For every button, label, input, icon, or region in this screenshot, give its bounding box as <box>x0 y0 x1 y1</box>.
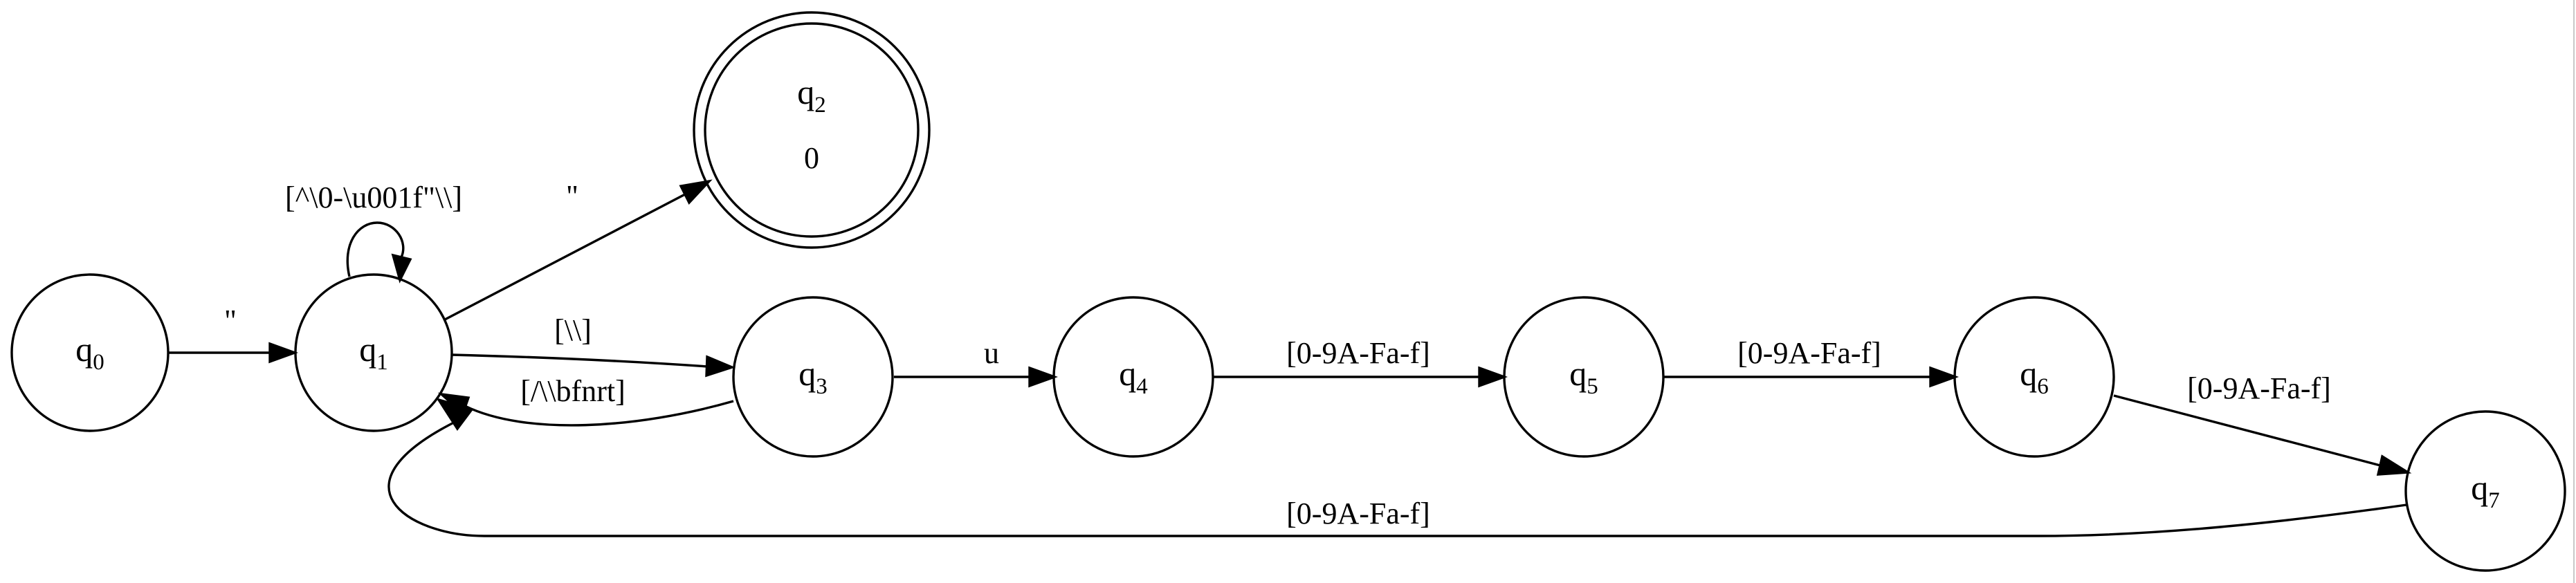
edge-q0-q1-label: " <box>224 304 237 337</box>
edge-q5-q6-label: [0-9A-Fa-f] <box>1737 336 1881 370</box>
edge-q1-q1: [^\0-\u001f"\\] <box>285 181 462 284</box>
edge-q3-q1-label: [/\\bfnrt] <box>520 374 625 408</box>
edge-q1-q1-line <box>346 221 405 277</box>
state-q2-inner-circle <box>704 22 920 238</box>
state-q7-circle <box>2404 410 2566 572</box>
state-q3-label: q3 <box>798 354 828 399</box>
state-q7-label: q7 <box>2471 468 2500 513</box>
state-q2-output: 0 <box>804 141 819 175</box>
edge-q7-q1-route <box>387 417 2407 537</box>
edge-q3-q4-label: u <box>984 336 999 370</box>
edge-q5-q6-arrowhead <box>1929 366 1960 388</box>
edge-q1-q3-arrowhead <box>705 355 736 378</box>
edge-q1-q3: [\\] <box>450 313 736 378</box>
states: q0 q1 q2 0 q3 q4 q5 q6 <box>10 11 2566 572</box>
state-q0-index: 0 <box>93 350 104 375</box>
edge-q1-q2: " <box>444 179 713 321</box>
edges: " [^\0-\u001f"\\] " [\\] [/\\bfnrt] <box>169 179 2412 537</box>
state-q2-index: 2 <box>814 93 826 118</box>
edge-q6-q7-line <box>2113 394 2381 467</box>
edge-q0-q1: " <box>169 304 299 364</box>
state-q1: q1 <box>294 273 453 432</box>
state-q3: q3 <box>732 296 894 458</box>
state-q5-name: q <box>1569 354 1587 393</box>
state-q4-index: 4 <box>1136 374 1148 399</box>
edge-q3-q1-line <box>464 400 734 427</box>
state-q2: q2 0 <box>693 11 931 249</box>
state-q3-circle <box>732 296 894 458</box>
state-q6-index: 6 <box>2037 374 2049 399</box>
edge-q1-q3-line <box>450 353 709 368</box>
state-q3-index: 3 <box>816 374 828 399</box>
state-q1-circle <box>294 273 453 432</box>
state-q0: q0 <box>10 273 170 432</box>
edge-q7-q1-arrowhead <box>436 398 474 431</box>
edge-q1-q2-arrowhead <box>679 179 713 205</box>
edge-q3-q4: u <box>894 336 1059 388</box>
state-q5: q5 <box>1503 296 1665 458</box>
edge-q6-q7-label: [0-9A-Fa-f] <box>2187 371 2331 405</box>
state-q0-circle <box>10 273 170 432</box>
edge-q1-q2-label: " <box>566 179 578 213</box>
edge-q1-q3-label: [\\] <box>554 313 592 347</box>
state-q6-name: q <box>2020 354 2037 393</box>
state-q7-index: 7 <box>2488 488 2500 513</box>
edge-q7-q1: [0-9A-Fa-f] <box>387 398 2407 537</box>
state-q3-name: q <box>798 354 816 393</box>
edge-q4-q5: [0-9A-Fa-f] <box>1213 336 1508 388</box>
edge-q4-q5-arrowhead <box>1478 366 1508 388</box>
state-q7: q7 <box>2404 410 2566 572</box>
state-q6-circle <box>1953 296 2115 458</box>
state-q4-circle <box>1052 296 1214 458</box>
state-q7-name: q <box>2471 468 2488 507</box>
state-q4-label: q4 <box>1119 354 1148 399</box>
edge-q5-q6: [0-9A-Fa-f] <box>1664 336 1960 388</box>
edge-q4-q5-label: [0-9A-Fa-f] <box>1286 336 1430 370</box>
edge-q1-q1-label: [^\0-\u001f"\\] <box>285 181 462 214</box>
state-q6-label: q6 <box>2020 354 2049 399</box>
state-q1-label: q1 <box>359 330 388 375</box>
edge-q6-q7: [0-9A-Fa-f] <box>2113 371 2412 476</box>
state-q1-index: 1 <box>376 350 388 375</box>
state-q2-name: q <box>797 73 814 111</box>
edge-q0-q1-arrowhead <box>268 342 299 364</box>
edge-q1-q1-arrowhead <box>391 253 412 284</box>
edge-q7-q1-label: [0-9A-Fa-f] <box>1286 497 1430 530</box>
state-q6: q6 <box>1953 296 2115 458</box>
state-q5-label: q5 <box>1569 354 1598 399</box>
state-q4-name: q <box>1119 354 1136 393</box>
state-q4: q4 <box>1052 296 1214 458</box>
state-q0-label: q0 <box>75 330 104 375</box>
edge-q1-q2-line <box>444 193 686 321</box>
edge-q3-q1: [/\\bfnrt] <box>437 374 734 427</box>
state-q0-name: q <box>75 330 93 369</box>
edge-q3-q4-arrowhead <box>1028 366 1059 388</box>
state-q5-index: 5 <box>1587 374 1598 399</box>
state-q5-circle <box>1503 296 1665 458</box>
state-q1-name: q <box>359 330 376 369</box>
state-q2-outer-circle <box>693 11 931 249</box>
edge-q6-q7-arrowhead <box>2376 454 2412 476</box>
state-q2-label: q2 <box>797 73 826 118</box>
